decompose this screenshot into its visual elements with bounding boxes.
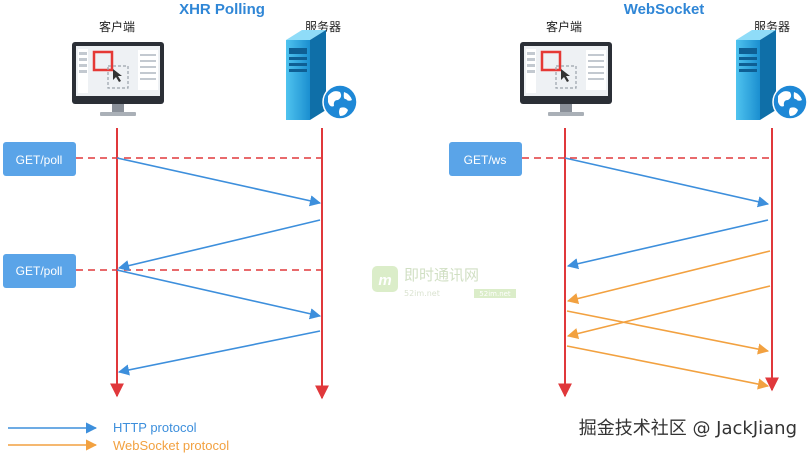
server-icon: [286, 30, 358, 120]
client-computer-icon: [72, 42, 164, 116]
ws-frame-arrow-4: [566, 345, 770, 390]
ws-frame-arrow-3: [566, 310, 770, 355]
legend: HTTP protocol WebSocket protocol: [8, 420, 229, 453]
http-request-arrow-2: [116, 269, 322, 320]
get-poll-label-1: GET/poll: [16, 153, 63, 167]
legend-ws-label: WebSocket protocol: [113, 438, 229, 453]
ws-frame-arrow-2: [566, 285, 771, 340]
left-client-label: 客户端: [99, 19, 135, 34]
svg-text:m: m: [378, 272, 391, 289]
credit-watermark: 掘金技术社区 @ JackJiang: [579, 418, 797, 439]
right-client-label: 客户端: [546, 19, 582, 34]
get-ws-label: GET/ws: [464, 153, 507, 167]
websocket-title: WebSocket: [624, 1, 705, 18]
http-response-arrow-2: [117, 330, 321, 376]
xhr-title: XHR Polling: [179, 1, 265, 18]
site-watermark: m 即时通讯网 52im.net 52im.net: [372, 266, 516, 298]
watermark-logo-icon: [372, 266, 398, 292]
legend-http-label: HTTP protocol: [113, 420, 197, 435]
client-computer-icon: [520, 42, 612, 116]
server-icon: [736, 30, 808, 120]
get-poll-request-1: GET/poll: [3, 142, 76, 176]
http-request-arrow-1: [116, 157, 322, 207]
watermark-name: 即时通讯网: [404, 266, 479, 284]
get-ws-request: GET/ws: [449, 142, 522, 176]
http-response-arrow-1: [117, 219, 321, 272]
ws-frame-arrow-1: [566, 250, 771, 305]
ws-handshake-request-arrow: [564, 157, 770, 208]
get-poll-request-2: GET/poll: [3, 254, 76, 288]
ws-handshake-response-arrow: [566, 219, 769, 270]
watermark-sub: 52im.net: [404, 289, 440, 298]
get-poll-label-2: GET/poll: [16, 264, 63, 278]
watermark-sub-tag: 52im.net: [479, 290, 511, 298]
